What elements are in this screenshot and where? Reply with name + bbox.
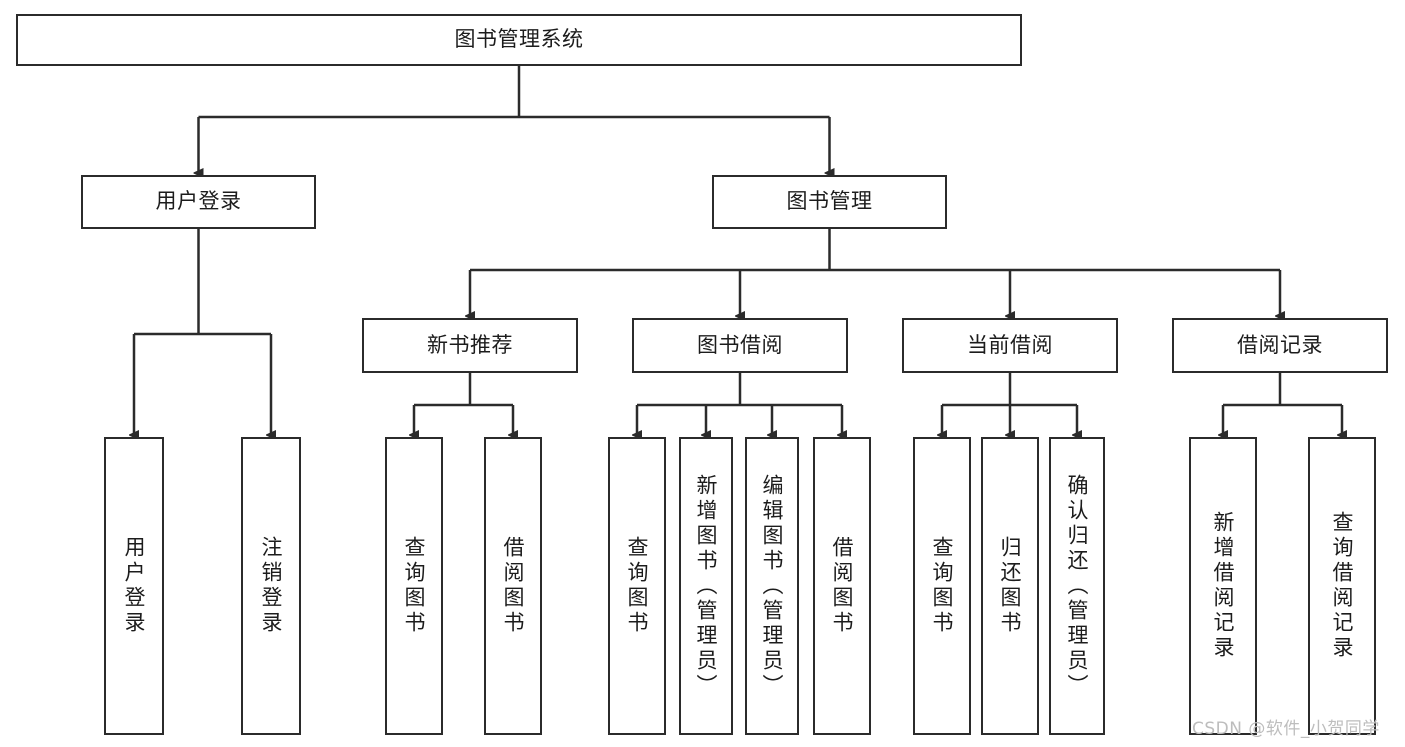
csdn-watermark: CSDN @软件_小贺同学 [1192,719,1380,739]
node-label: 用户登录 [155,189,242,214]
leaf-query-borrow-record[interactable]: 查询借阅记录 [1308,437,1376,735]
node-label: 查询借阅记录 [1330,511,1355,661]
leaf-edit-book[interactable]: 编辑图书（管理员） [745,437,799,735]
node-user-login[interactable]: 用户登录 [81,175,316,229]
node-label: 新增借阅记录 [1211,511,1236,661]
node-label: 查询图书 [625,536,650,636]
leaf-query-book-3[interactable]: 查询图书 [913,437,971,735]
leaf-add-borrow-record[interactable]: 新增借阅记录 [1189,437,1257,735]
node-label: 确认归还（管理员） [1065,473,1090,699]
node-label: 当前借阅 [967,332,1053,357]
node-label: 图书管理 [786,189,873,214]
leaf-user-login[interactable]: 用户登录 [104,437,164,735]
node-label: 编辑图书（管理员） [760,473,785,699]
node-label: 借阅图书 [501,536,526,636]
node-label: 归还图书 [998,536,1023,636]
leaf-borrow-book-2[interactable]: 借阅图书 [813,437,871,735]
node-label: 用户登录 [122,536,147,636]
leaf-query-book-2[interactable]: 查询图书 [608,437,666,735]
node-label: 借阅记录 [1237,332,1323,357]
node-label: 图书借阅 [697,332,783,357]
leaf-confirm-return[interactable]: 确认归还（管理员） [1049,437,1105,735]
node-label: 借阅图书 [830,536,855,636]
leaf-query-book-1[interactable]: 查询图书 [385,437,443,735]
leaf-borrow-book-1[interactable]: 借阅图书 [484,437,542,735]
node-label: 查询图书 [930,536,955,636]
leaf-logout[interactable]: 注销登录 [241,437,301,735]
node-label: 查询图书 [402,536,427,636]
node-label: 新书推荐 [427,332,513,357]
node-label: 注销登录 [259,536,284,636]
node-new-book-recommend[interactable]: 新书推荐 [362,318,578,373]
leaf-return-book[interactable]: 归还图书 [981,437,1039,735]
node-book-manage[interactable]: 图书管理 [712,175,947,229]
node-label: 图书管理系统 [454,27,584,52]
node-borrow-record[interactable]: 借阅记录 [1172,318,1388,373]
node-root[interactable]: 图书管理系统 [16,14,1022,66]
node-current-borrow[interactable]: 当前借阅 [902,318,1118,373]
node-label: 新增图书（管理员） [694,473,719,699]
leaf-add-book[interactable]: 新增图书（管理员） [679,437,733,735]
node-book-borrow[interactable]: 图书借阅 [632,318,848,373]
